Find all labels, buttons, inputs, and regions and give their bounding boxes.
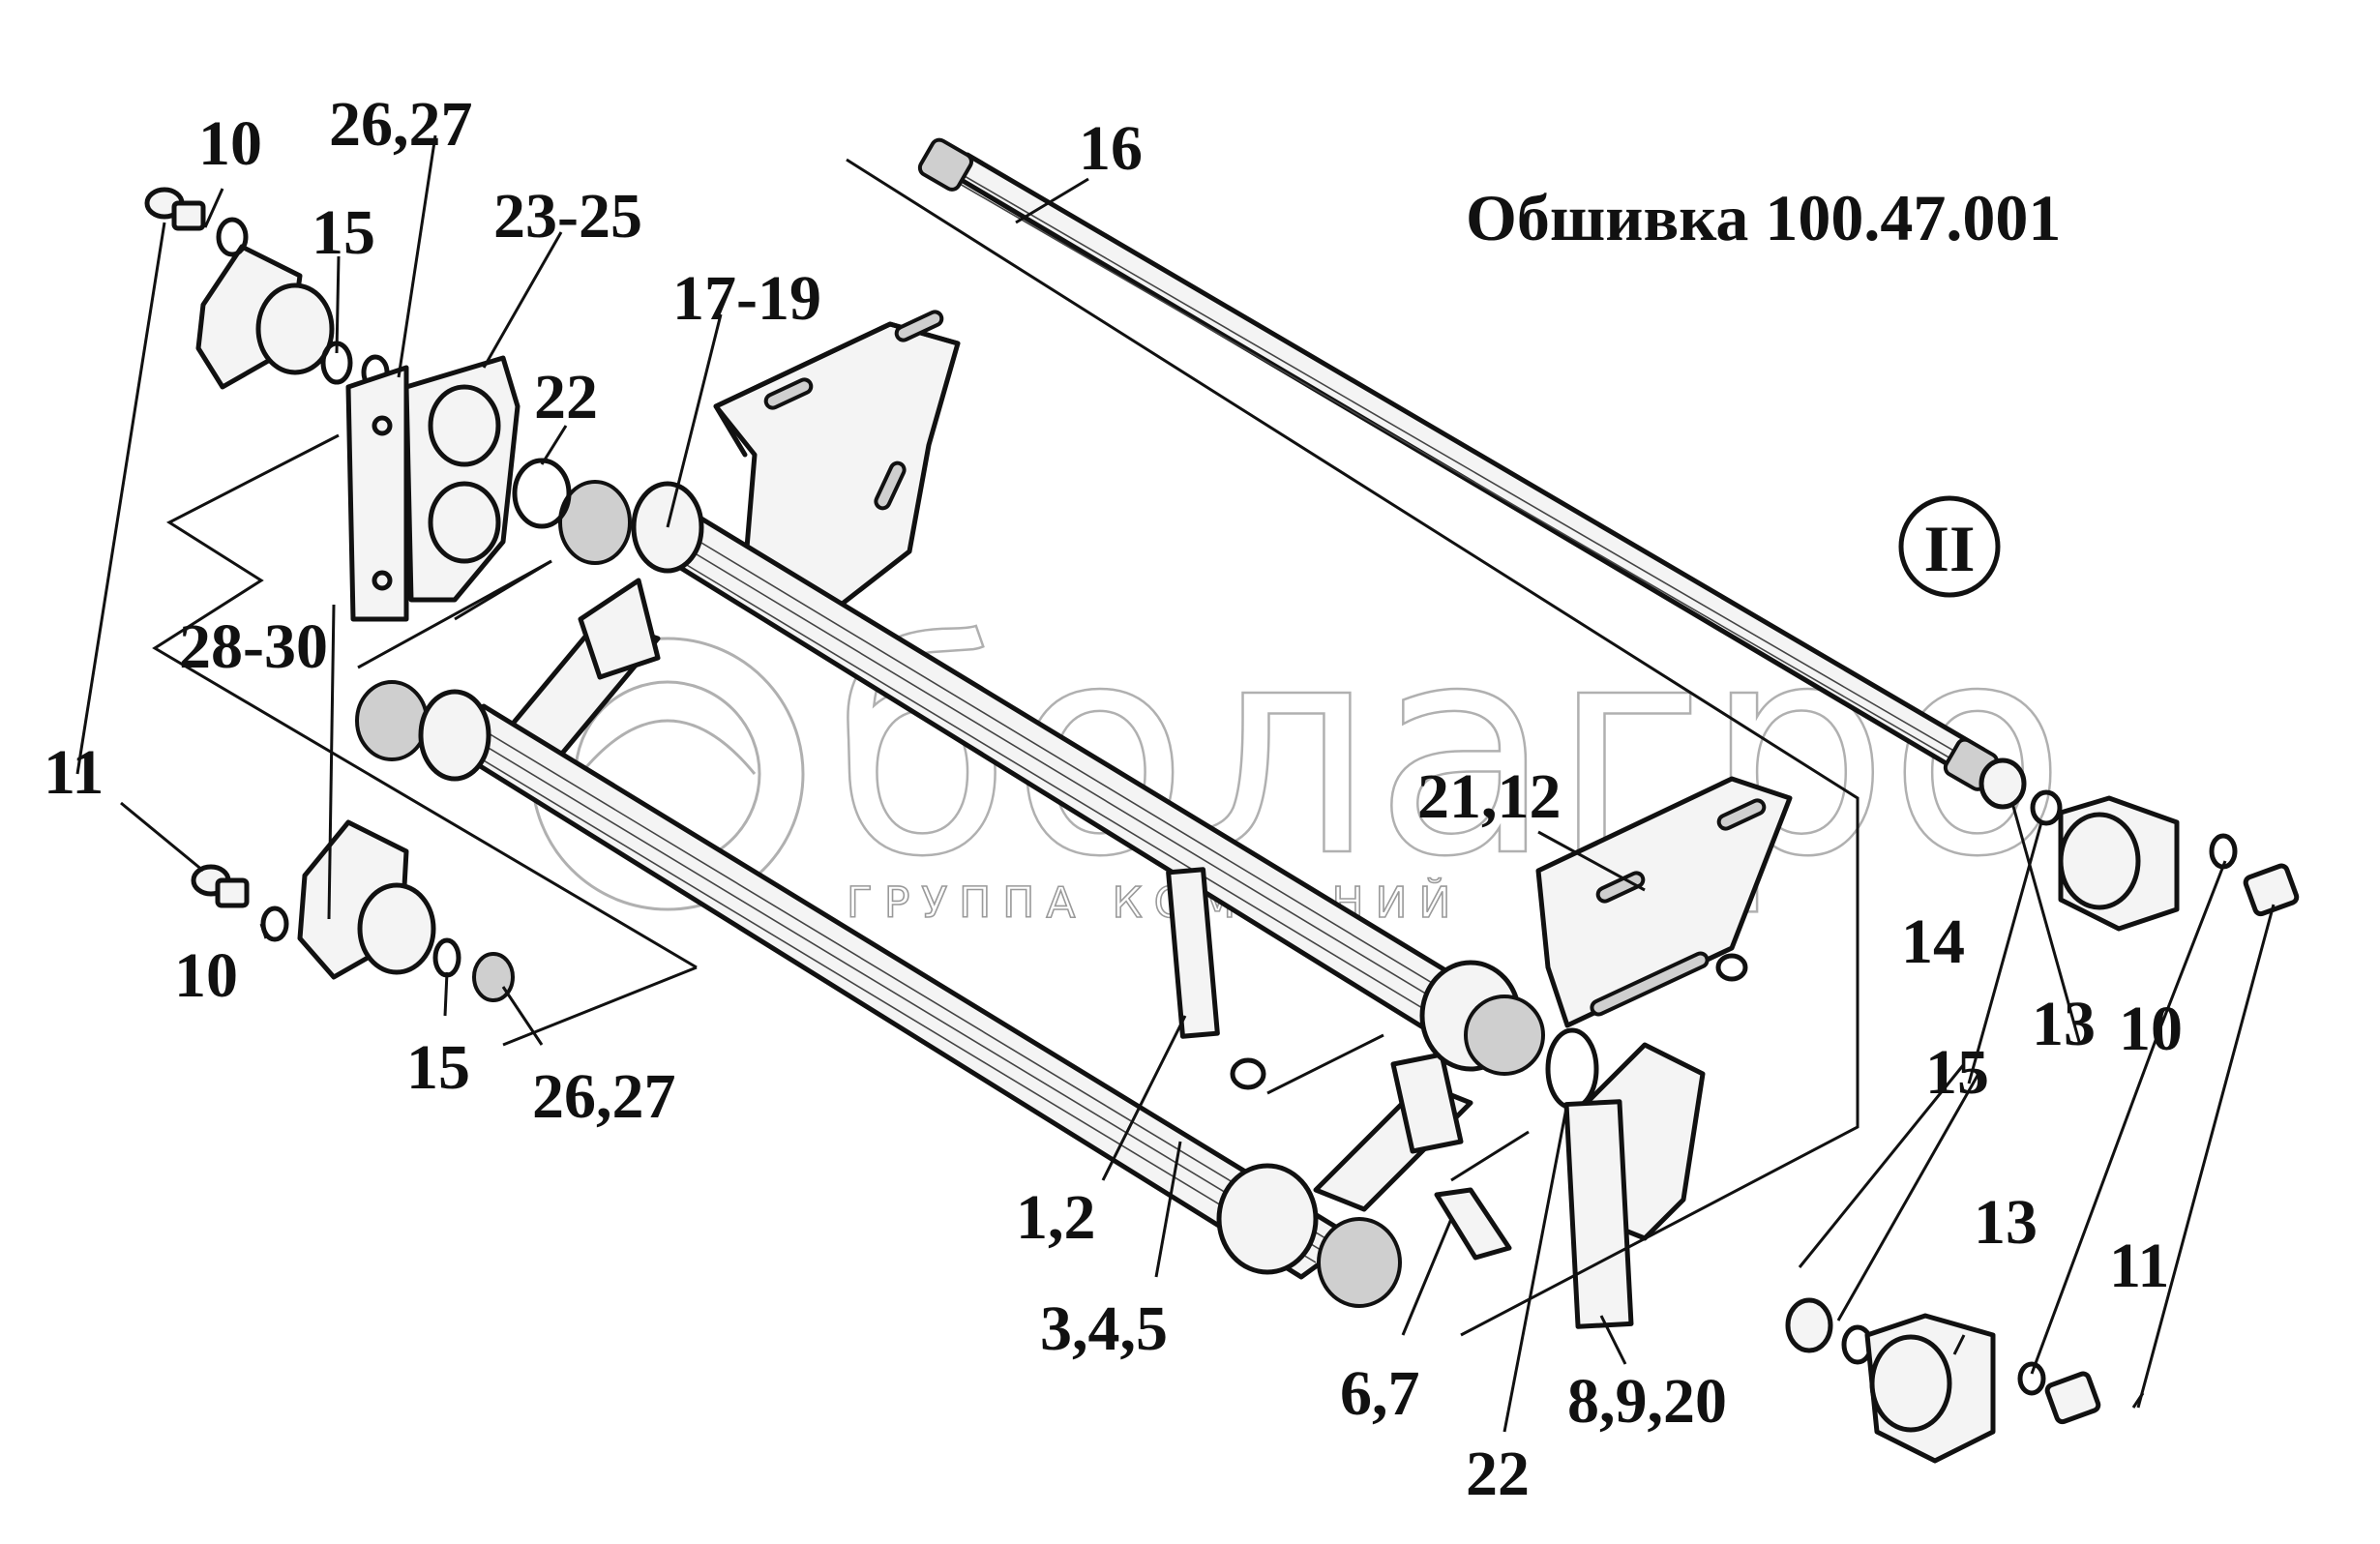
label-22-top: 22 xyxy=(534,362,598,432)
label-10-left: 10 xyxy=(174,940,238,1011)
label-15-top: 15 xyxy=(312,197,375,268)
diagram-title: Обшивка 100.47.001 xyxy=(1466,181,2061,254)
left-lower-flange xyxy=(191,819,515,1002)
label-1-2: 1,2 xyxy=(1016,1182,1096,1253)
label-13-lower: 13 xyxy=(1974,1187,2038,1258)
label-10-top: 10 xyxy=(198,108,262,179)
label-15-bottom: 15 xyxy=(406,1032,470,1103)
upper-tube xyxy=(558,480,1545,1076)
left-flange-parts xyxy=(144,187,572,622)
label-8-9-20: 8,9,20 xyxy=(1567,1366,1727,1437)
label-23-25: 23-25 xyxy=(493,181,642,252)
label-14: 14 xyxy=(1901,906,1965,977)
callout-labels: 10 26,27 15 23-25 22 17-19 16 28-30 11 1… xyxy=(44,89,2183,1509)
front-bracket xyxy=(1535,776,1793,1028)
frame-connectors xyxy=(500,578,1473,1212)
right-flange-parts xyxy=(1785,757,2300,1464)
front-small-parts xyxy=(1166,867,1748,1329)
label-10-right: 10 xyxy=(2119,994,2183,1064)
section-mark: II xyxy=(1898,495,2001,598)
label-15-right: 15 xyxy=(1925,1037,1989,1108)
label-22-bottom: 22 xyxy=(1466,1439,1530,1509)
label-6-7: 6,7 xyxy=(1340,1358,1420,1429)
label-16: 16 xyxy=(1079,113,1143,184)
label-3-4-5: 3,4,5 xyxy=(1040,1293,1168,1364)
label-28-30: 28-30 xyxy=(179,611,328,682)
lower-tube xyxy=(355,680,1402,1308)
assembly-outline xyxy=(152,158,1859,1337)
label-11-left: 11 xyxy=(44,737,104,808)
rod-16 xyxy=(917,137,1999,791)
label-21-12: 21,12 xyxy=(1417,761,1562,832)
section-mark-label: II xyxy=(1924,512,1976,585)
label-17-19: 17-19 xyxy=(672,263,821,334)
leader-lines xyxy=(75,134,2276,1433)
label-11-right: 11 xyxy=(2109,1231,2169,1301)
rear-bracket xyxy=(713,310,961,622)
watermark-subtitle: ГРУППА КОМПАНИЙ xyxy=(847,876,1462,928)
label-13-upper: 13 xyxy=(2032,989,2096,1059)
label-26-27-bottom: 26,27 xyxy=(532,1061,676,1132)
label-26-27-top: 26,27 xyxy=(329,89,473,160)
